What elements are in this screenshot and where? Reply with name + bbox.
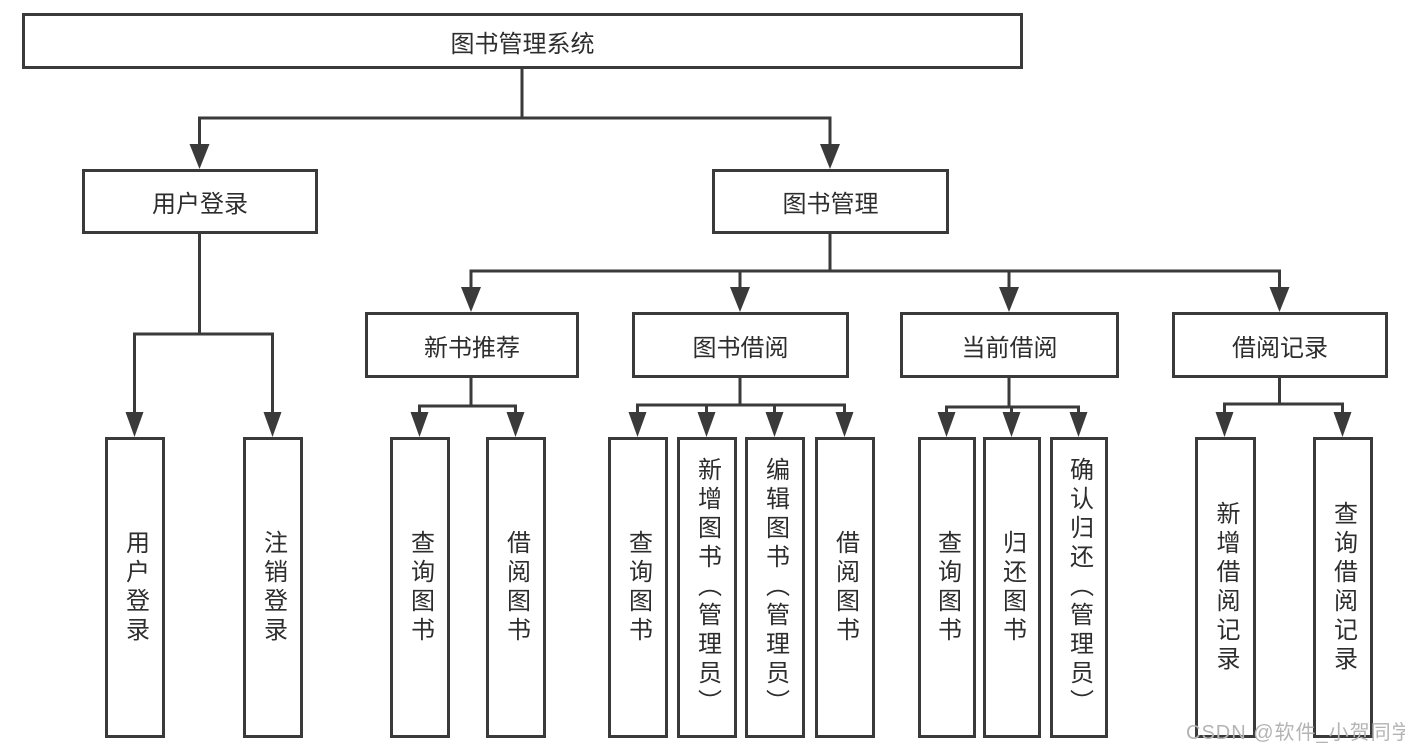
- leaf-edit-book-admin: 编辑图书（管理员）: [745, 437, 805, 738]
- leaf-query-books-2-label: 查询图书: [624, 529, 652, 646]
- leaf-user-login: 用户登录: [105, 437, 165, 738]
- node-user-login-label: 用户登录: [152, 191, 248, 218]
- watermark: CSDN @软件_小贺同学: [1186, 722, 1405, 744]
- node-root: 图书管理系统: [22, 13, 1023, 69]
- node-borrow-records: 借阅记录: [1172, 312, 1388, 378]
- node-book-management-label: 图书管理: [782, 191, 879, 218]
- leaf-query-books-2: 查询图书: [608, 437, 668, 738]
- leaf-query-books-1: 查询图书: [390, 437, 450, 738]
- leaf-query-borrow-record-label: 查询借阅记录: [1329, 500, 1357, 675]
- leaf-query-borrow-record: 查询借阅记录: [1313, 437, 1373, 738]
- leaf-return-book: 归还图书: [983, 437, 1041, 738]
- node-new-book-recommend-label: 新书推荐: [424, 334, 520, 362]
- leaf-query-books-3-label: 查询图书: [933, 529, 961, 646]
- leaf-borrow-books-1: 借阅图书: [486, 437, 546, 738]
- leaf-borrow-books-2-label: 借阅图书: [831, 529, 859, 646]
- node-book-management: 图书管理: [712, 169, 949, 234]
- node-current-borrow-label: 当前借阅: [961, 334, 1058, 362]
- node-book-borrow: 图书借阅: [632, 312, 849, 378]
- leaf-return-book-label: 归还图书: [998, 529, 1026, 646]
- leaf-logout: 注销登录: [243, 437, 303, 738]
- leaf-borrow-books-2: 借阅图书: [815, 437, 875, 738]
- leaf-add-borrow-record: 新增借阅记录: [1195, 437, 1256, 738]
- leaf-confirm-return-admin: 确认归还（管理员）: [1050, 437, 1108, 738]
- leaf-edit-book-admin-label: 编辑图书（管理员）: [761, 457, 789, 718]
- leaf-add-borrow-record-label: 新增借阅记录: [1212, 500, 1239, 675]
- leaf-add-book-admin: 新增图书（管理员）: [677, 437, 737, 738]
- connector-lines: [133, 68, 1344, 416]
- node-borrow-records-label: 借阅记录: [1232, 334, 1328, 362]
- leaf-logout-label: 注销登录: [259, 529, 287, 646]
- leaf-borrow-books-1-label: 借阅图书: [502, 529, 530, 646]
- leaf-user-login-label: 用户登录: [121, 529, 149, 646]
- node-current-borrow: 当前借阅: [900, 312, 1119, 378]
- node-user-login: 用户登录: [82, 169, 318, 234]
- leaf-confirm-return-admin-label: 确认归还（管理员）: [1065, 457, 1093, 718]
- leaf-query-books-1-label: 查询图书: [406, 529, 434, 646]
- leaf-query-books-3: 查询图书: [918, 437, 976, 738]
- leaf-add-book-admin-label: 新增图书（管理员）: [693, 457, 721, 718]
- node-book-borrow-label: 图书借阅: [692, 334, 789, 362]
- node-new-book-recommend: 新书推荐: [365, 312, 579, 378]
- arrowhead-icons: [125, 144, 1352, 437]
- node-root-label: 图书管理系统: [450, 30, 595, 58]
